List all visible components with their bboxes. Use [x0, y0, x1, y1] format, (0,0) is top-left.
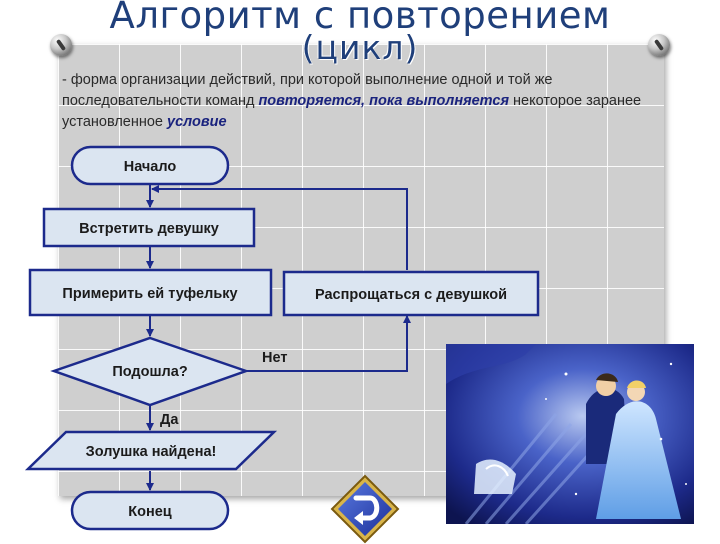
slide-subtitle: (цикл) — [301, 28, 419, 67]
decision-label: Подошла? — [112, 364, 188, 380]
branch-yes-label: Да — [160, 412, 179, 428]
flowchart-connectors — [146, 184, 411, 491]
flowchart-start: Начало — [70, 145, 230, 186]
flowchart-step-farewell: Распрощаться с девушкой — [282, 270, 540, 317]
pushpin-right-icon — [648, 34, 670, 56]
start-label: Начало — [124, 159, 177, 175]
end-label: Конец — [128, 504, 172, 520]
slide-description: - форма организации действий, при которо… — [62, 70, 642, 133]
slide-board — [58, 44, 664, 496]
connector-decision-no — [246, 315, 411, 372]
connector-loop-back — [151, 185, 408, 270]
step-try-shoe-label: Примерить ей туфельку — [62, 286, 237, 302]
description-emphasis-1: повторяется, пока выполняется — [258, 93, 509, 109]
branch-no-label: Нет — [262, 350, 287, 366]
description-text-1: - форма организации действий, при которо… — [62, 72, 553, 109]
flowchart-end: Конец — [70, 490, 230, 531]
slide-title: Алгоритм с повторением — [109, 0, 611, 37]
step-meet-label: Встретить девушку — [79, 221, 219, 237]
return-arrow-icon[interactable] — [330, 474, 400, 544]
flowchart-output: Золушка найдена! — [24, 430, 278, 471]
description-text-2: некоторое заранее установленное — [62, 93, 642, 130]
step-farewell-label: Распрощаться с девушкой — [315, 287, 507, 303]
flowchart-step-try-shoe: Примерить ей туфельку — [28, 268, 273, 317]
output-label: Золушка найдена! — [86, 444, 217, 460]
pushpin-left-icon — [50, 34, 72, 56]
flowchart-decision: Подошла? — [50, 336, 250, 407]
cinderella-illustration — [446, 344, 694, 524]
flowchart-step-meet: Встретить девушку — [42, 207, 256, 248]
description-emphasis-2: условие — [167, 114, 227, 130]
